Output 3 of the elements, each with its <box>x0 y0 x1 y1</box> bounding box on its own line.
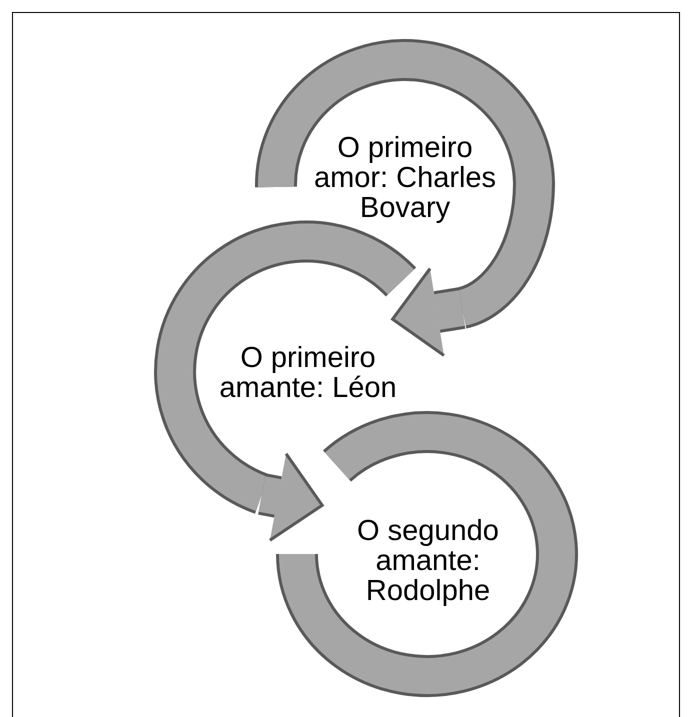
node-label: O primeiro amante: Léon <box>218 343 398 403</box>
node-label: O segundo amante: Rodolphe <box>356 516 500 606</box>
node-label: O primeiro amor: Charles Bovary <box>312 133 498 223</box>
